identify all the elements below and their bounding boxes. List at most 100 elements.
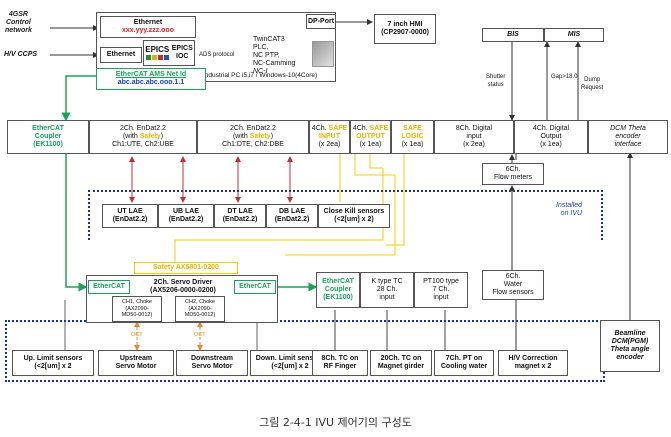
ethernet-box-2: Ethernet [100,47,142,63]
servo-ethercat-right-label: EtherCAT [239,283,271,290]
gap-label: Gap>18.0 [551,74,578,80]
mis-box: MIS [544,28,604,42]
choke-2-box: CH2, Choke (AX2090- MD50-0012) [175,296,225,322]
coupler2-line1: EtherCAT [322,278,354,285]
endat-module-1: 2Ch. EnDat2.2 (with Safety) Ch1:UTE, Ch2… [89,120,197,154]
endat1-paren: ) [160,133,164,140]
up-limit-sensors: Up. Limit sensors (<2[um] x 2 [12,350,94,376]
pt-cooling-water: 7Ch. PT on Cooling water [434,350,494,376]
twincat-text: TwinCAT3 PLC, NC PTP, NC-Camming NC-I [250,36,310,75]
shutter-status-label: Shutter status [486,74,506,88]
din-line1: 8Ch. Digital [455,125,493,132]
lae-box-ub: UB LAE (EnDat2.2) [158,204,214,228]
tc-rf-line2: RF Finger [323,363,357,370]
oct-label-2: OCT [194,332,206,338]
coupler2-line2: Coupler [324,286,352,293]
pt-cool-line1: 7Ch. PT on [445,355,483,362]
dout-line3: (x 1ea) [540,141,562,148]
dcm-line1: DCM Theta [610,125,646,132]
beamline-line3: Theta angle [610,346,650,353]
safe-input-4ch: 4Ch. [311,125,329,132]
hv-correction-magnet: H/V Correction magnet x 2 [498,350,568,376]
safe-input-safe: SAFE [328,125,348,132]
choke2-line3: MD50-0012) [184,312,216,319]
downstream-line1: Downstream [190,355,233,362]
endat-module-2: 2Ch. EnDat2.2 (with Safety) Ch1:DTE, Ch2… [197,120,309,154]
ipc-label: Industrial PC i5,i7 / Windows-10(4Core) [203,72,318,79]
endat1-with: (with [122,133,140,140]
upstream-line1: Upstream [119,355,153,362]
bis-label: BIS [507,31,519,38]
din-line2: input [466,133,482,140]
dcm-line2: encoder [615,133,641,140]
endat1-line3: Ch1:UTE, Ch2:UBE [112,141,174,148]
ethernet-1-ip: xxx.yyy.zzz.ooo [121,27,174,34]
lae-dt-sub: (EnDat2.2) [222,216,258,223]
safety-ax-label: Safety AX5801-0200 [153,264,219,271]
endat2-line1: 2Ch. EnDat2.2 [230,125,276,132]
choke-1-box: CH1, Choke (AX2090- MD50-0012) [112,296,162,322]
endat2-paren: ) [270,133,274,140]
lae-ub-sub: (EnDat2.2) [168,216,204,223]
twincat-line-4: NC-I [253,68,268,75]
pt-cool-line2: Cooling water [440,363,488,370]
servo-title: 2Ch. Servo Driver [153,279,213,286]
servo-ethercat-left-label: EtherCAT [93,283,125,290]
safe-input-module: 4Ch. SAFE INPUT (x 2ea) [309,120,350,154]
beamline-line2: DCM(PGM) [611,338,649,345]
coupler2-line3: (EK1100) [323,294,353,301]
downstream-line2: Servo Motor [191,363,233,370]
safe-output-module: 4Ch. SAFE OUTPUT (x 1ea) [350,120,391,154]
endat2-with: (with [232,133,250,140]
installed-on-ivu-label: Installed on IVU [556,202,583,217]
flow-meters-box: 6Ch. Flow meters [482,163,544,185]
beamline-line1: Beamline [614,330,646,337]
safe-logic-line2: LOGIC [401,133,424,140]
ktype-line2: 28 Ch. [376,286,398,293]
choke2-line2: (AX2090- [188,305,212,312]
twincat-line-1: PLC, [253,44,269,51]
servo-sub: (AX5206-0000-0200) [150,287,216,294]
close-kill-line1: Close Kill sensors [323,208,385,215]
ams-title: EtherCAT AMS Net Id [115,71,187,78]
safe-output-safe: SAFE [369,125,389,132]
water-line2: Water [503,281,523,288]
lae-db-sub: (EnDat2.2) [274,216,310,223]
safety-ax-box: Safety AX5801-0200 [134,262,238,274]
tc-girder-line1: 20Ch. TC on [380,355,422,362]
safe-logic-line3: (x 1ea) [401,141,424,148]
pt100-module: PT100 type 7 Ch. input [414,272,468,308]
digital-output-module: 4Ch. Digital Output (x 1ea) [514,120,588,154]
endat2-safety: Safety [249,133,271,140]
ethernet-box-1: Ethernet xxx.yyy.zzz.ooo [100,16,196,38]
twincat-logo-icon [312,41,334,67]
choke2-line1: CH2, Choke [185,299,215,306]
hmi-line1: 7 inch HMI [387,21,423,28]
tc-girder-line2: Magnet girder [377,363,425,370]
water-flow-box: 6Ch. Water Flow sensors [482,270,544,300]
hmi-box: 7 inch HMI (CP2907-0000) [374,14,436,44]
ads-protocol-label: ADS protocol [199,52,235,58]
up-limit-line1: Up. Limit sensors [23,355,83,362]
mis-label: MIS [567,31,581,38]
pt100-line3: input [433,294,449,301]
twincat-line-3: NC-Camming [253,60,296,67]
pt100-line2: 7 Ch. [432,286,450,293]
epics-logo-text: EPICS [145,45,170,54]
figure-caption: 그림 2-4-1 IVU 제어기의 구성도 [259,416,412,429]
down-limit-line2: (<2[um] x 2 [271,363,309,370]
hmi-line2: (CP2907-0000) [381,29,429,36]
dout-line2: Output [540,133,562,140]
lae-db-name: DB LAE [278,208,306,215]
lae-ut-name: UT LAE [117,208,143,215]
lae-box-db: DB LAE (EnDat2.2) [266,204,318,228]
flow-meters-line2: Flow meters [493,174,533,181]
lae-box-ut: UT LAE (EnDat2.2) [102,204,158,228]
endat1-safety: Safety [139,133,161,140]
ethernet-2-title: Ethernet [106,51,136,58]
safe-output-line3: (x 1ea) [359,141,382,148]
upstream-line2: Servo Motor [115,363,157,370]
flow-meters-line1: 6Ch. [505,166,521,173]
lae-ut-sub: (EnDat2.2) [112,216,148,223]
